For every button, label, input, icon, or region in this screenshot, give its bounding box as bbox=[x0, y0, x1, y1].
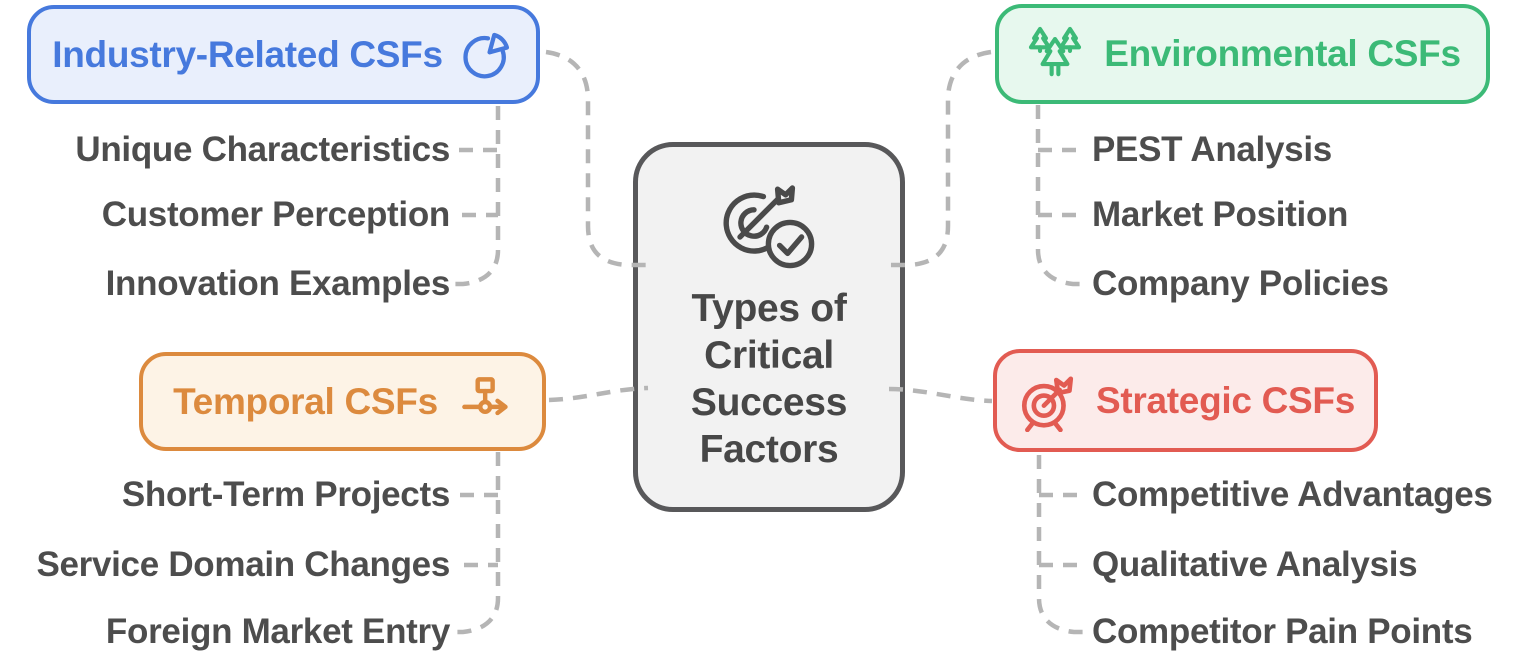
item-market-position: Market Position bbox=[1092, 195, 1349, 234]
item-unique-characteristics: Unique Characteristics bbox=[75, 130, 450, 169]
item-competitor-pain-points: Competitor Pain Points bbox=[1092, 612, 1473, 651]
center-node: Types of Critical Success Factors bbox=[633, 142, 905, 512]
pie-chart-icon bbox=[463, 32, 509, 78]
dartboard-arrow-icon bbox=[1021, 375, 1074, 432]
branch-node-industry-related: Industry-Related CSFs bbox=[27, 5, 540, 104]
item-foreign-market-entry: Foreign Market Entry bbox=[105, 612, 450, 651]
branch-node-environmental: Environmental CSFs bbox=[995, 4, 1490, 104]
item-service-domain-changes: Service Domain Changes bbox=[36, 545, 450, 584]
connector-industry-items-spine bbox=[453, 106, 501, 287]
item-short-term-projects: Short-Term Projects bbox=[121, 475, 450, 514]
item-qualitative-analysis: Qualitative Analysis bbox=[1092, 545, 1418, 584]
branch-label-temporal: Temporal CSFs bbox=[173, 380, 438, 422]
trees-icon bbox=[1029, 26, 1082, 77]
item-customer-perception: Customer Perception bbox=[101, 195, 451, 234]
connector-temporal-items-spine bbox=[453, 452, 501, 635]
target-arrow-check-icon bbox=[723, 185, 815, 269]
connector-strategic-items-spine bbox=[1036, 455, 1084, 635]
branch-label-strategic: Strategic CSFs bbox=[1096, 379, 1355, 421]
item-company-policies: Company Policies bbox=[1092, 264, 1389, 303]
branch-label-environmental: Environmental CSFs bbox=[1104, 33, 1461, 74]
item-pest-analysis: PEST Analysis bbox=[1092, 130, 1332, 169]
branch-node-strategic: Strategic CSFs bbox=[993, 349, 1378, 452]
connector-environmental-items-spine bbox=[1035, 105, 1083, 287]
branch-label-industry-related: Industry-Related CSFs bbox=[52, 33, 443, 75]
center-node-label: Types of Critical Success Factors bbox=[690, 287, 848, 471]
workflow-arrow-icon bbox=[462, 376, 508, 415]
branch-node-temporal: Temporal CSFs bbox=[139, 352, 546, 451]
item-competitive-advantages: Competitive Advantages bbox=[1092, 475, 1493, 514]
item-innovation-examples: Innovation Examples bbox=[105, 264, 451, 303]
connector-industry-to-center bbox=[545, 49, 647, 268]
